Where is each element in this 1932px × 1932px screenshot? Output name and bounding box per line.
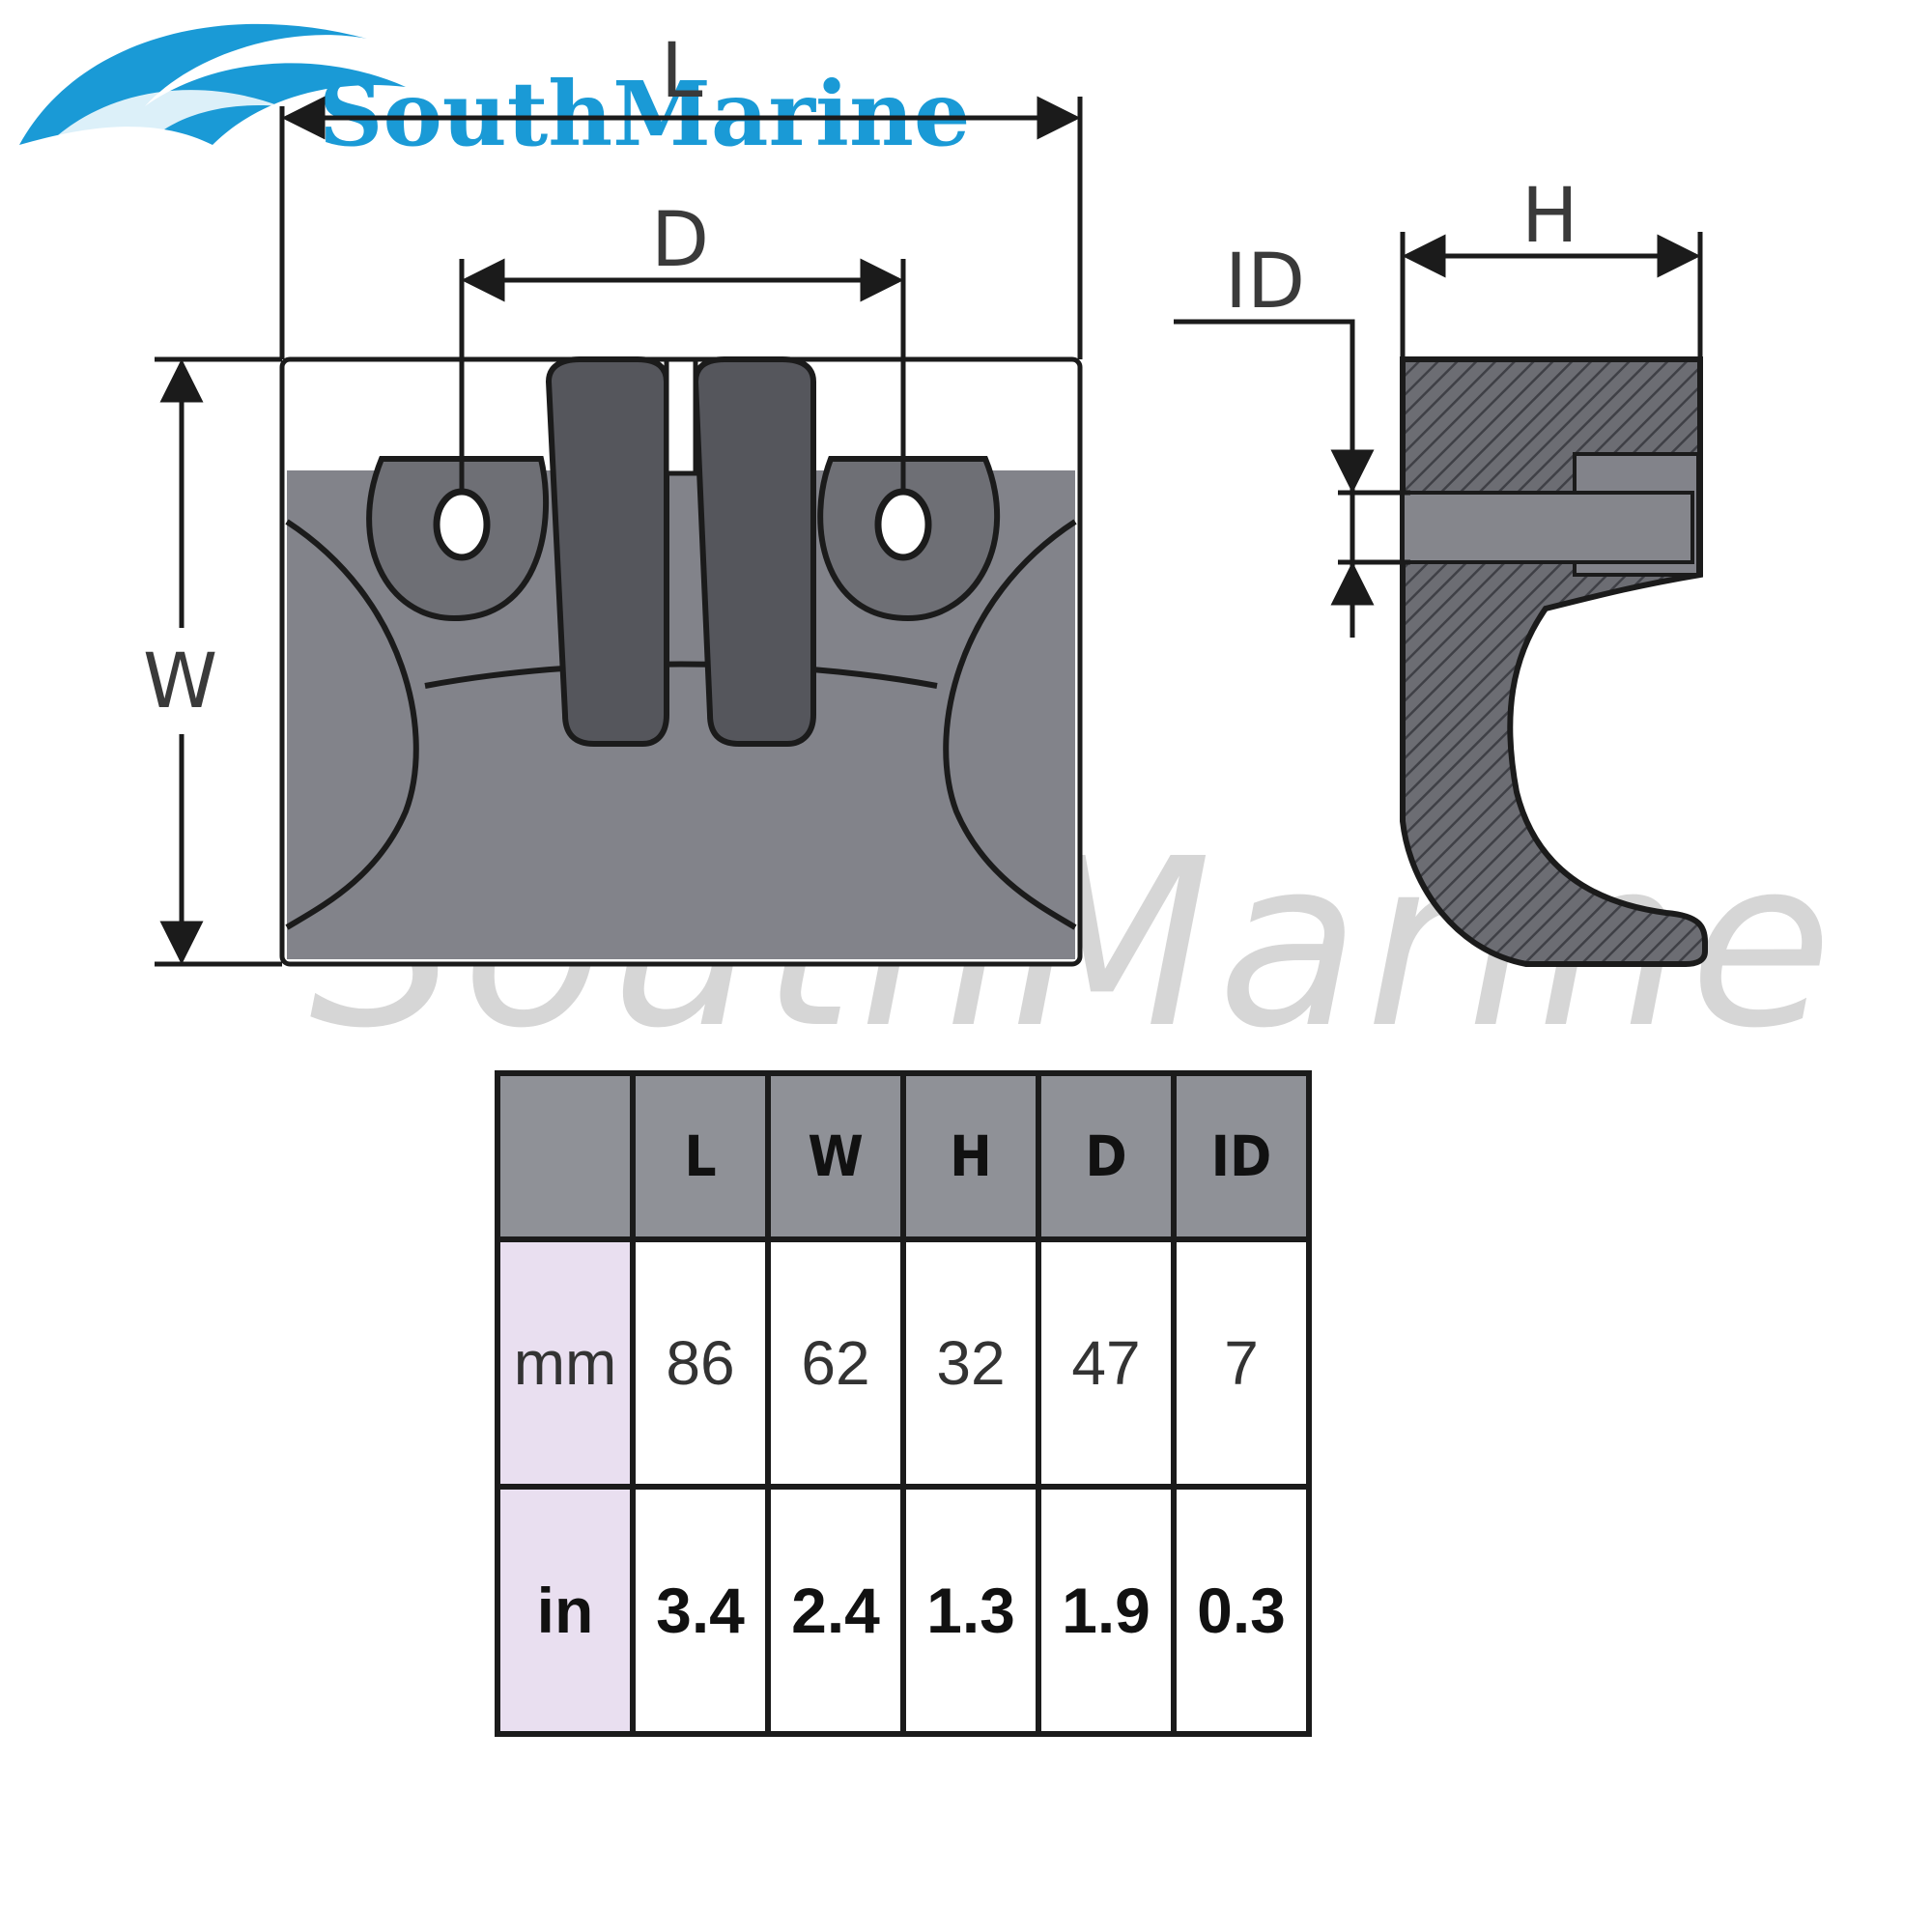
- table-row: in 3.4 2.4 1.3 1.9 0.3: [495, 1484, 1312, 1737]
- dimension-H: H: [1400, 173, 1703, 359]
- table-cell: 7: [1171, 1236, 1312, 1490]
- unit-cell-in: in: [495, 1484, 636, 1737]
- brand-logo: SouthMarine: [19, 23, 970, 166]
- dimension-ID: ID: [1174, 239, 1410, 638]
- table-cell: 86: [630, 1236, 771, 1490]
- table-cell: 1.3: [900, 1484, 1041, 1737]
- logo-text: SouthMarine: [319, 62, 970, 166]
- table-header-D: D: [1036, 1070, 1177, 1242]
- side-bore: [1401, 491, 1694, 564]
- table-header-H: H: [900, 1070, 1041, 1242]
- table-header-blank: [495, 1070, 636, 1242]
- right-side-curve: [943, 519, 1077, 930]
- wave-icon-inner: [58, 90, 280, 145]
- dimension-label-ID: ID: [1225, 239, 1305, 326]
- table-header-row: L W H D ID: [495, 1070, 1312, 1242]
- left-side-curve: [285, 519, 419, 930]
- dimension-label-H: H: [1521, 173, 1578, 260]
- dimension-W: W: [143, 356, 282, 967]
- table-cell: 47: [1036, 1236, 1177, 1490]
- center-curve: [424, 661, 938, 689]
- unit-cell-mm: mm: [495, 1236, 636, 1490]
- right-finger: [692, 356, 816, 747]
- dimensions-table: L W H D ID mm 86 62 32 47 7 in 3.4 2.4 1…: [495, 1070, 1312, 1737]
- left-mount-hole: [433, 488, 491, 561]
- table-cell: 3.4: [630, 1484, 771, 1737]
- table-cell: 32: [900, 1236, 1041, 1490]
- right-mount-hole: [874, 488, 932, 561]
- table-cell: 2.4: [765, 1484, 906, 1737]
- left-finger: [545, 356, 669, 747]
- table-cell: 1.9: [1036, 1484, 1177, 1737]
- front-view: [279, 356, 1083, 967]
- table-row: mm 86 62 32 47 7: [495, 1236, 1312, 1490]
- table-header-L: L: [630, 1070, 771, 1242]
- dimension-label-D: D: [651, 197, 709, 284]
- table-cell: 62: [765, 1236, 906, 1490]
- dimension-L: L: [279, 28, 1083, 359]
- dimension-D: D: [459, 197, 906, 493]
- table-header-W: W: [765, 1070, 906, 1242]
- dimension-label-W: W: [143, 639, 217, 725]
- table-cell: 0.3: [1171, 1484, 1312, 1737]
- table-header-ID: ID: [1171, 1070, 1312, 1242]
- finger-slot: [664, 356, 698, 476]
- side-view: [1400, 356, 1708, 967]
- dimension-label-L: L: [661, 28, 703, 115]
